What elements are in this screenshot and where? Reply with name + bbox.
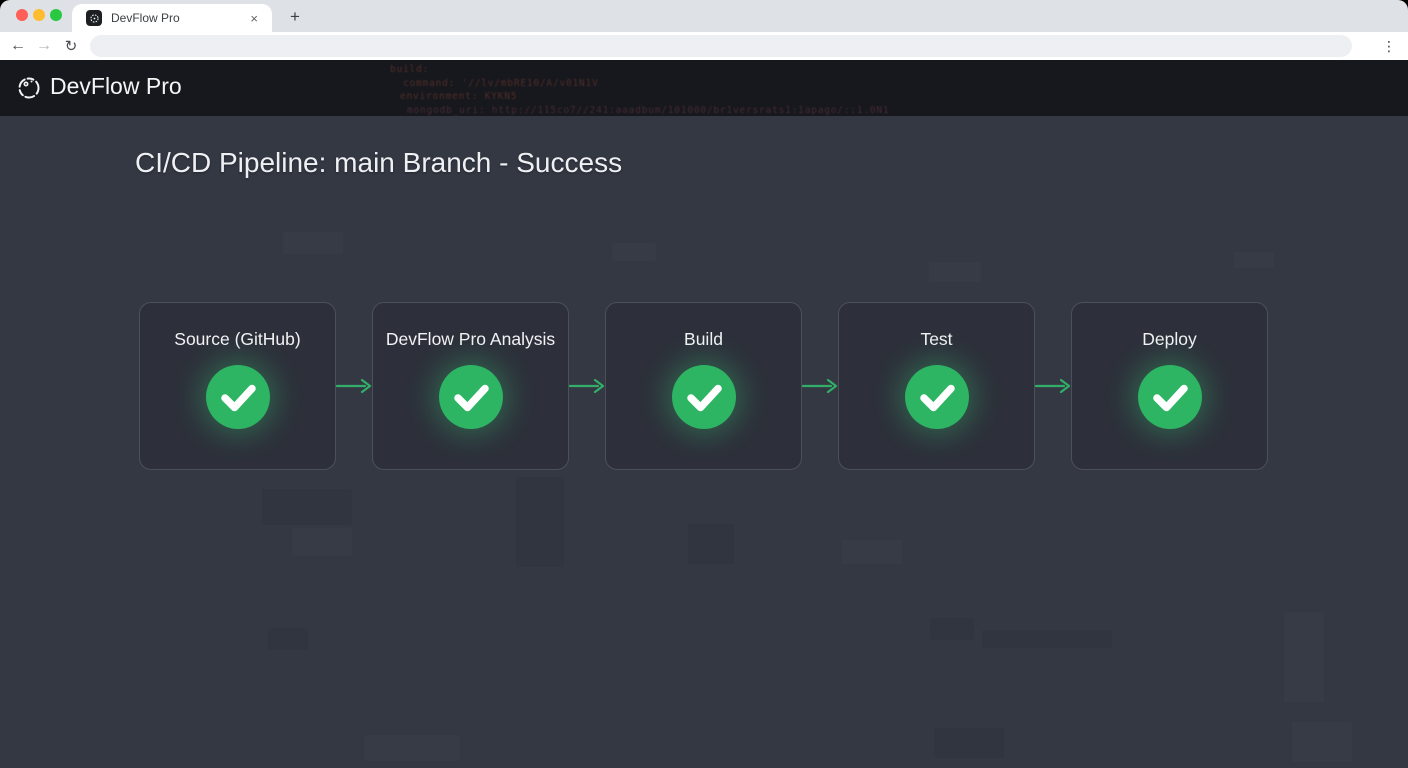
ghost-code-line: command: '//lv/mbRE10/A/v01N1V: [403, 77, 599, 89]
success-check-icon: [438, 365, 503, 429]
stage-label: Test: [920, 329, 953, 349]
stage-label: DevFlow Pro Analysis: [385, 329, 556, 349]
ghost-patch: [929, 262, 981, 282]
ghost-patch: [934, 728, 1004, 758]
ghost-patch: [262, 489, 352, 525]
stage-card-analysis: DevFlow Pro Analysis: [372, 302, 569, 470]
ghost-patch: [688, 524, 734, 564]
ghost-patch: [930, 618, 974, 640]
ghost-code-line: mongodb_uri: http://115co7//241:aaadbum/…: [407, 104, 890, 116]
pipeline-arrow-cell: [569, 302, 605, 470]
arrow-right-icon: [802, 378, 838, 394]
ghost-patch: [364, 735, 460, 761]
stage-label: Source (GitHub): [174, 329, 301, 349]
page-title: CI/CD Pipeline: main Branch - Success: [135, 147, 623, 178]
back-icon[interactable]: ←: [10, 37, 26, 54]
address-bar[interactable]: [90, 35, 1352, 57]
zoom-window-button[interactable]: [50, 9, 62, 21]
ghost-patch: [268, 628, 308, 650]
ghost-patch: [283, 232, 343, 254]
stage-label: Build: [684, 329, 723, 349]
ghost-patch: [1284, 612, 1324, 702]
arrow-right-icon: [1035, 378, 1071, 394]
stage-card-build: Build: [605, 302, 802, 470]
arrow-right-icon: [569, 378, 605, 394]
pipeline-arrow-cell: [1035, 302, 1071, 470]
ghost-patch: [516, 477, 564, 567]
browser-menu-icon[interactable]: ⋮: [1382, 37, 1396, 54]
new-tab-button[interactable]: +: [290, 7, 300, 26]
success-check-icon: [904, 365, 969, 429]
ghost-patch: [1292, 722, 1352, 762]
tab-strip: DevFlow Pro × +: [0, 0, 1408, 32]
ghost-patch: [292, 528, 352, 556]
forward-icon[interactable]: →: [36, 37, 52, 54]
stage-label: Deploy: [1142, 329, 1197, 349]
app-header: DevFlow Pro build: command: '//lv/mbRE10…: [0, 60, 1408, 116]
ghost-code-line: environment: KYKN5: [400, 91, 518, 102]
ghost-patch: [842, 540, 902, 564]
pipeline-diagram: Source (GitHub) DevFlow Pro Analysis: [139, 302, 1269, 470]
ghost-patch: [982, 630, 1112, 648]
app-name: DevFlow Pro: [50, 73, 182, 99]
close-window-button[interactable]: [16, 9, 28, 21]
stage-card-deploy: Deploy: [1071, 302, 1268, 470]
tab-close-icon[interactable]: ×: [250, 10, 258, 26]
ghost-patch: [1234, 252, 1274, 268]
success-check-icon: [205, 365, 270, 429]
stage-card-test: Test: [838, 302, 1035, 470]
devflow-logo-icon: [15, 74, 43, 102]
tab-title: DevFlow Pro: [111, 11, 180, 25]
success-check-icon: [1137, 365, 1202, 429]
stage-card-source: Source (GitHub): [139, 302, 336, 470]
ghost-patch: [612, 243, 656, 261]
arrow-right-icon: [336, 378, 372, 394]
pipeline-arrow-cell: [802, 302, 838, 470]
pipeline-arrow-cell: [336, 302, 372, 470]
minimize-window-button[interactable]: [33, 9, 45, 21]
ghost-code-overlay: build: command: '//lv/mbRE10/A/v01N1V en…: [390, 63, 890, 117]
reload-icon[interactable]: ↻: [64, 38, 78, 55]
browser-toolbar: ← → ↻ ⋮: [0, 32, 1408, 60]
success-check-icon: [671, 365, 736, 429]
tab-favicon-gear-icon: [86, 10, 102, 26]
browser-tab[interactable]: DevFlow Pro ×: [72, 4, 272, 32]
ghost-code-line: build:: [390, 64, 430, 75]
page-content: CI/CD Pipeline: main Branch - Success So…: [0, 116, 1408, 768]
